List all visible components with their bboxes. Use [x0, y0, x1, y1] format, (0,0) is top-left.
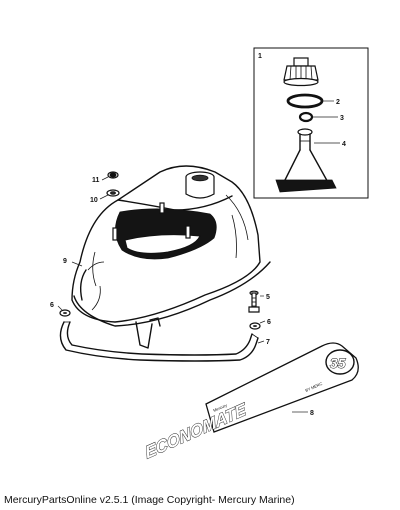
callout-2: 2 [336, 99, 340, 106]
decal-brand-text: ECONOMATE [143, 398, 248, 462]
hold-down-strap: 7 [59, 321, 270, 362]
fuel-filter-screen: 4 [275, 128, 346, 193]
filter-o-ring: 3 [298, 111, 344, 123]
fuel-tank-cover [71, 165, 271, 349]
callout-4: 4 [342, 141, 346, 148]
callout-9: 9 [63, 258, 67, 265]
nut-and-washer: 11 10 [90, 171, 120, 204]
cap-gasket: 2 [286, 93, 340, 109]
callout-10: 10 [90, 197, 98, 204]
inset-border [253, 47, 369, 199]
leader-9 [71, 261, 83, 267]
fuel-cap [283, 57, 319, 87]
callout-1: 1 [258, 53, 262, 60]
grommet-right: 6 [249, 319, 271, 330]
decal-small-text-bottom: BY MERC [304, 381, 323, 393]
callout-6-right: 6 [267, 319, 271, 326]
mounting-stud: 5 [248, 290, 270, 313]
callout-11: 11 [92, 177, 100, 184]
inset-fuel-cap-group: 1 2 3 [253, 47, 369, 199]
callout-6-left: 6 [50, 302, 54, 309]
grommet-left: 6 [50, 302, 71, 317]
callout-7: 7 [266, 339, 270, 346]
decal-model-text: 35 [330, 355, 346, 371]
image-caption: MercuryPartsOnline v2.5.1 (Image Copyrig… [4, 494, 295, 506]
decal-small-text-top: Mercury [212, 402, 227, 412]
callout-8: 8 [310, 410, 314, 417]
callout-5: 5 [266, 294, 270, 301]
callout-3: 3 [340, 115, 344, 122]
